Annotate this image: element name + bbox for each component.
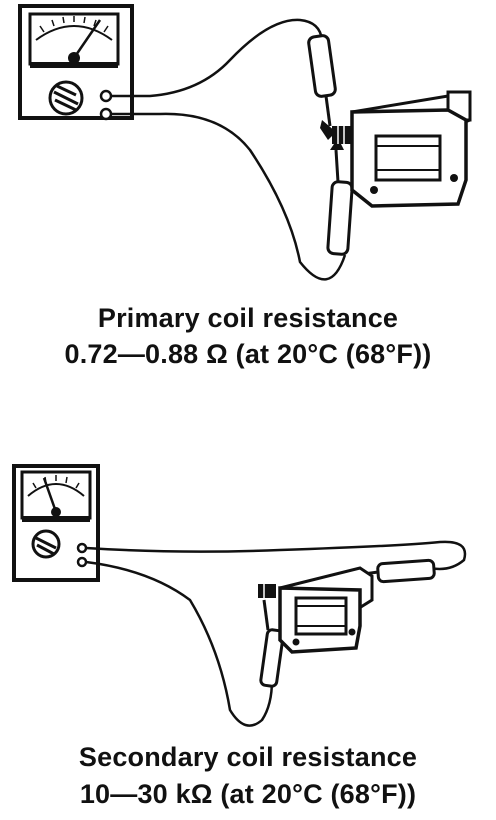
ignition-coil-icon [332, 90, 472, 208]
probe-icon [326, 138, 354, 256]
figure-title: Primary coil resistance [97, 303, 399, 333]
test-leads [110, 18, 347, 281]
resistance-spec: 10—30 kΩ (at 20°C (68°F)) [79, 779, 417, 809]
ohmmeter-icon [12, 464, 100, 582]
figure-title: Secondary coil resistance [78, 742, 418, 772]
ignition-coil-icon [258, 566, 374, 654]
probe-icon [363, 558, 436, 584]
probe-icon [259, 599, 285, 688]
secondary-test-illustration [12, 464, 467, 727]
resistance-spec: 0.72—0.88 Ω (at 20°C (68°F)) [64, 339, 432, 369]
probe-icon [307, 34, 337, 140]
test-leads [85, 540, 467, 727]
ohmmeter-icon [18, 4, 134, 121]
primary-test-illustration [18, 4, 472, 281]
